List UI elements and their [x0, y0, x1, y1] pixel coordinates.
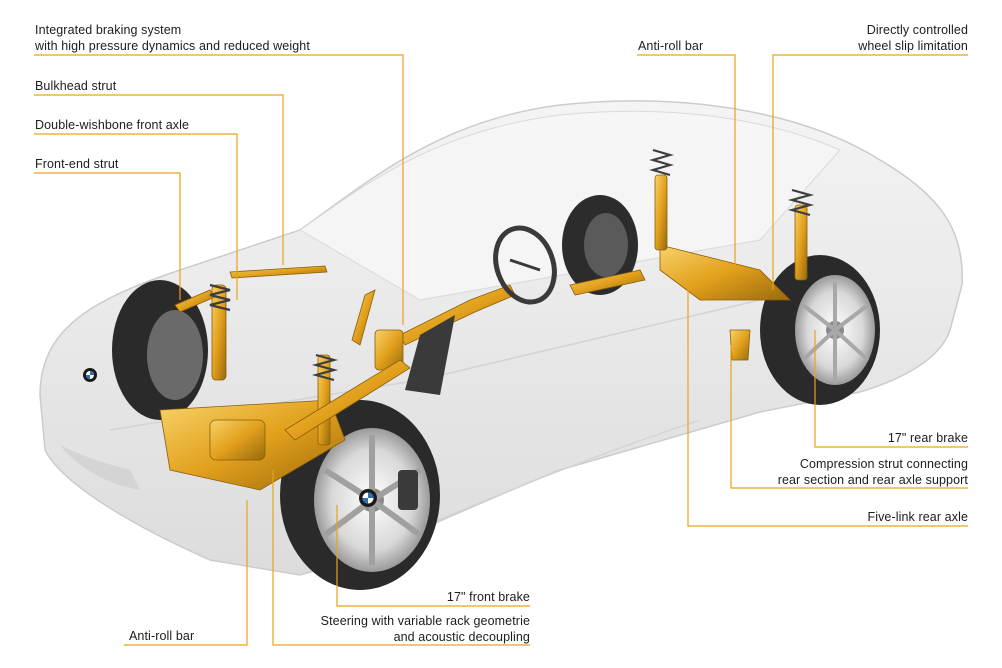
label-wheel-slip: Directly controlled wheel slip limitatio…	[858, 22, 968, 54]
label-braking-line1: Integrated braking system	[35, 23, 182, 37]
rear-wheel-right	[760, 255, 880, 405]
pedal-box	[405, 315, 455, 395]
label-compression-strut: Compression strut connecting rear sectio…	[778, 456, 968, 488]
front-wheel-left	[112, 280, 208, 420]
label-front-end-strut: Front-end strut	[35, 157, 119, 171]
rear-wheel-left	[562, 195, 638, 295]
steering-wheel-icon	[493, 225, 557, 305]
label-compression-line1: Compression strut connecting	[799, 457, 968, 471]
label-anti-roll-bar-front: Anti-roll bar	[129, 629, 195, 643]
label-braking-system: Integrated braking system with high pres…	[35, 22, 310, 54]
bmw-logo-icon	[359, 489, 377, 507]
label-compression-line2: rear section and rear axle support	[777, 473, 968, 487]
label-rear-brake: 17" rear brake	[887, 431, 968, 445]
label-steering-line2: and acoustic decoupling	[393, 630, 530, 644]
label-front-brake: 17" front brake	[446, 590, 530, 604]
label-slip-line2: wheel slip limitation	[858, 39, 968, 53]
label-slip-line1: Directly controlled	[866, 23, 968, 37]
leader-lines	[34, 54, 968, 646]
label-five-link: Five-link rear axle	[867, 510, 968, 524]
label-anti-roll-bar-rear: Anti-roll bar	[638, 39, 704, 53]
springs	[209, 148, 815, 382]
label-steering-line1: Steering with variable rack geometrie	[320, 614, 530, 628]
label-braking-line2: with high pressure dynamics and reduced …	[35, 39, 310, 53]
label-bulkhead-strut: Bulkhead strut	[35, 79, 117, 93]
label-steering: Steering with variable rack geometrie an…	[321, 613, 530, 645]
bmw-logo-icon	[83, 368, 97, 382]
label-double-wishbone: Double-wishbone front axle	[35, 118, 190, 132]
